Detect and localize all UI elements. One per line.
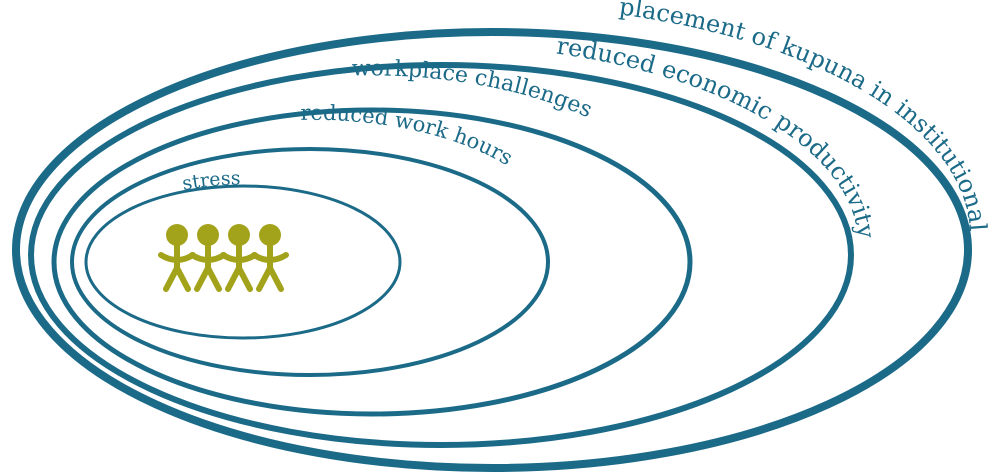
ring-label-stress-text: stress [181,167,241,195]
person-figure [158,224,196,292]
person-figure [251,224,289,292]
ring-work-hours [70,147,550,377]
ring-institutional-care [12,28,972,472]
ring-label-stress: stress [181,167,241,195]
person-figure [220,224,258,292]
people-holding-hands-icon [158,224,289,292]
ring-workplace-challenges [51,107,693,417]
ring-stress [84,184,402,340]
person-figure [189,224,227,292]
ring-economic-productivity [28,62,854,448]
